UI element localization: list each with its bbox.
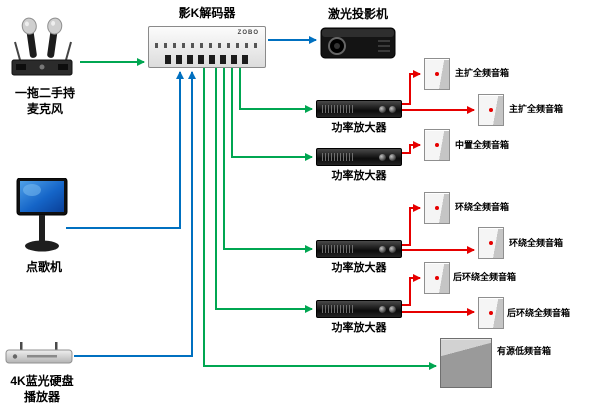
projector-icon — [320, 27, 396, 59]
subwoofer-label: 有源低频音箱 — [497, 346, 552, 356]
player-label: 4K蓝光硬盘 播放器 — [10, 374, 74, 404]
speaker-4 — [424, 192, 450, 224]
microphone-device — [6, 14, 78, 80]
conn-decoder-amp2 — [231, 68, 313, 161]
amp-knob — [379, 105, 386, 113]
conn-decoder-amp1 — [239, 68, 313, 113]
conn-amp3-speaker4 — [402, 204, 421, 246]
amp-knob — [379, 153, 386, 161]
speaker-led — [435, 276, 439, 280]
speaker-1 — [424, 58, 450, 90]
player-device — [5, 342, 75, 366]
conn-amp1-speaker1 — [402, 70, 421, 105]
karaoke-device — [14, 177, 70, 256]
subwoofer-device — [440, 338, 492, 388]
speaker-5 — [478, 227, 504, 259]
amp2-label: 功率放大器 — [331, 170, 387, 182]
conn-karaoke-decoder — [66, 71, 184, 229]
speaker-6 — [424, 262, 450, 294]
wireless-microphones-icon — [11, 17, 73, 76]
speaker-3 — [424, 129, 450, 161]
amplifier-1 — [316, 100, 402, 118]
conn-amp2-speaker3 — [402, 141, 421, 154]
amplifier-4 — [316, 300, 402, 318]
amp-knob — [389, 305, 396, 313]
speaker1-label: 主扩全频音箱 — [455, 68, 510, 78]
amp-grille — [322, 245, 354, 253]
decoder-device: ZOBO — [148, 26, 266, 68]
karaoke-label: 点歌机 — [25, 260, 62, 274]
speaker5-label: 环绕全频音箱 — [509, 238, 564, 248]
speaker-led — [435, 72, 439, 76]
speaker-led — [489, 241, 493, 245]
amplifier-2 — [316, 148, 402, 166]
amp-knob — [389, 105, 396, 113]
speaker-led — [435, 143, 439, 147]
amp-knob — [389, 153, 396, 161]
speaker-led — [489, 311, 493, 315]
amp-grille — [322, 105, 354, 113]
amp1-label: 功率放大器 — [331, 122, 387, 134]
projector-label: 激光投影机 — [327, 7, 388, 21]
speaker7-label: 后环绕全频音箱 — [507, 308, 571, 318]
bluray-player-icon — [5, 342, 73, 364]
karaoke-kiosk-icon — [16, 177, 68, 252]
speaker-led — [489, 108, 493, 112]
amp4-label: 功率放大器 — [331, 322, 387, 334]
conn-decoder-subwoofer — [203, 68, 437, 370]
decoder-output-ports — [165, 55, 249, 64]
speaker4-label: 环绕全频音箱 — [455, 202, 510, 212]
amp-grille — [322, 153, 354, 161]
amp-knob — [379, 245, 386, 253]
speaker2-label: 主扩全频音箱 — [509, 104, 564, 114]
microphone-label: 一拖二手持 麦克风 — [14, 86, 75, 116]
speaker-7 — [478, 297, 504, 329]
projector-device — [320, 22, 396, 60]
decoder-brand: ZOBO — [237, 30, 259, 36]
decoder-knobs — [155, 43, 259, 48]
amp-knob — [389, 245, 396, 253]
amp3-label: 功率放大器 — [331, 262, 387, 274]
speaker6-label: 后环绕全频音箱 — [453, 272, 517, 282]
conn-decoder-amp3 — [223, 68, 313, 253]
amp-knob — [379, 305, 386, 313]
decoder-label: 影K解码器 — [178, 6, 236, 20]
speaker3-label: 中置全频音箱 — [455, 140, 510, 150]
speaker-led — [435, 206, 439, 210]
speaker-2 — [478, 94, 504, 126]
conn-amp4-speaker6 — [402, 274, 421, 306]
amplifier-3 — [316, 240, 402, 258]
amp-grille — [322, 305, 354, 313]
conn-decoder-amp4 — [215, 68, 313, 313]
conn-player-decoder — [74, 71, 196, 357]
